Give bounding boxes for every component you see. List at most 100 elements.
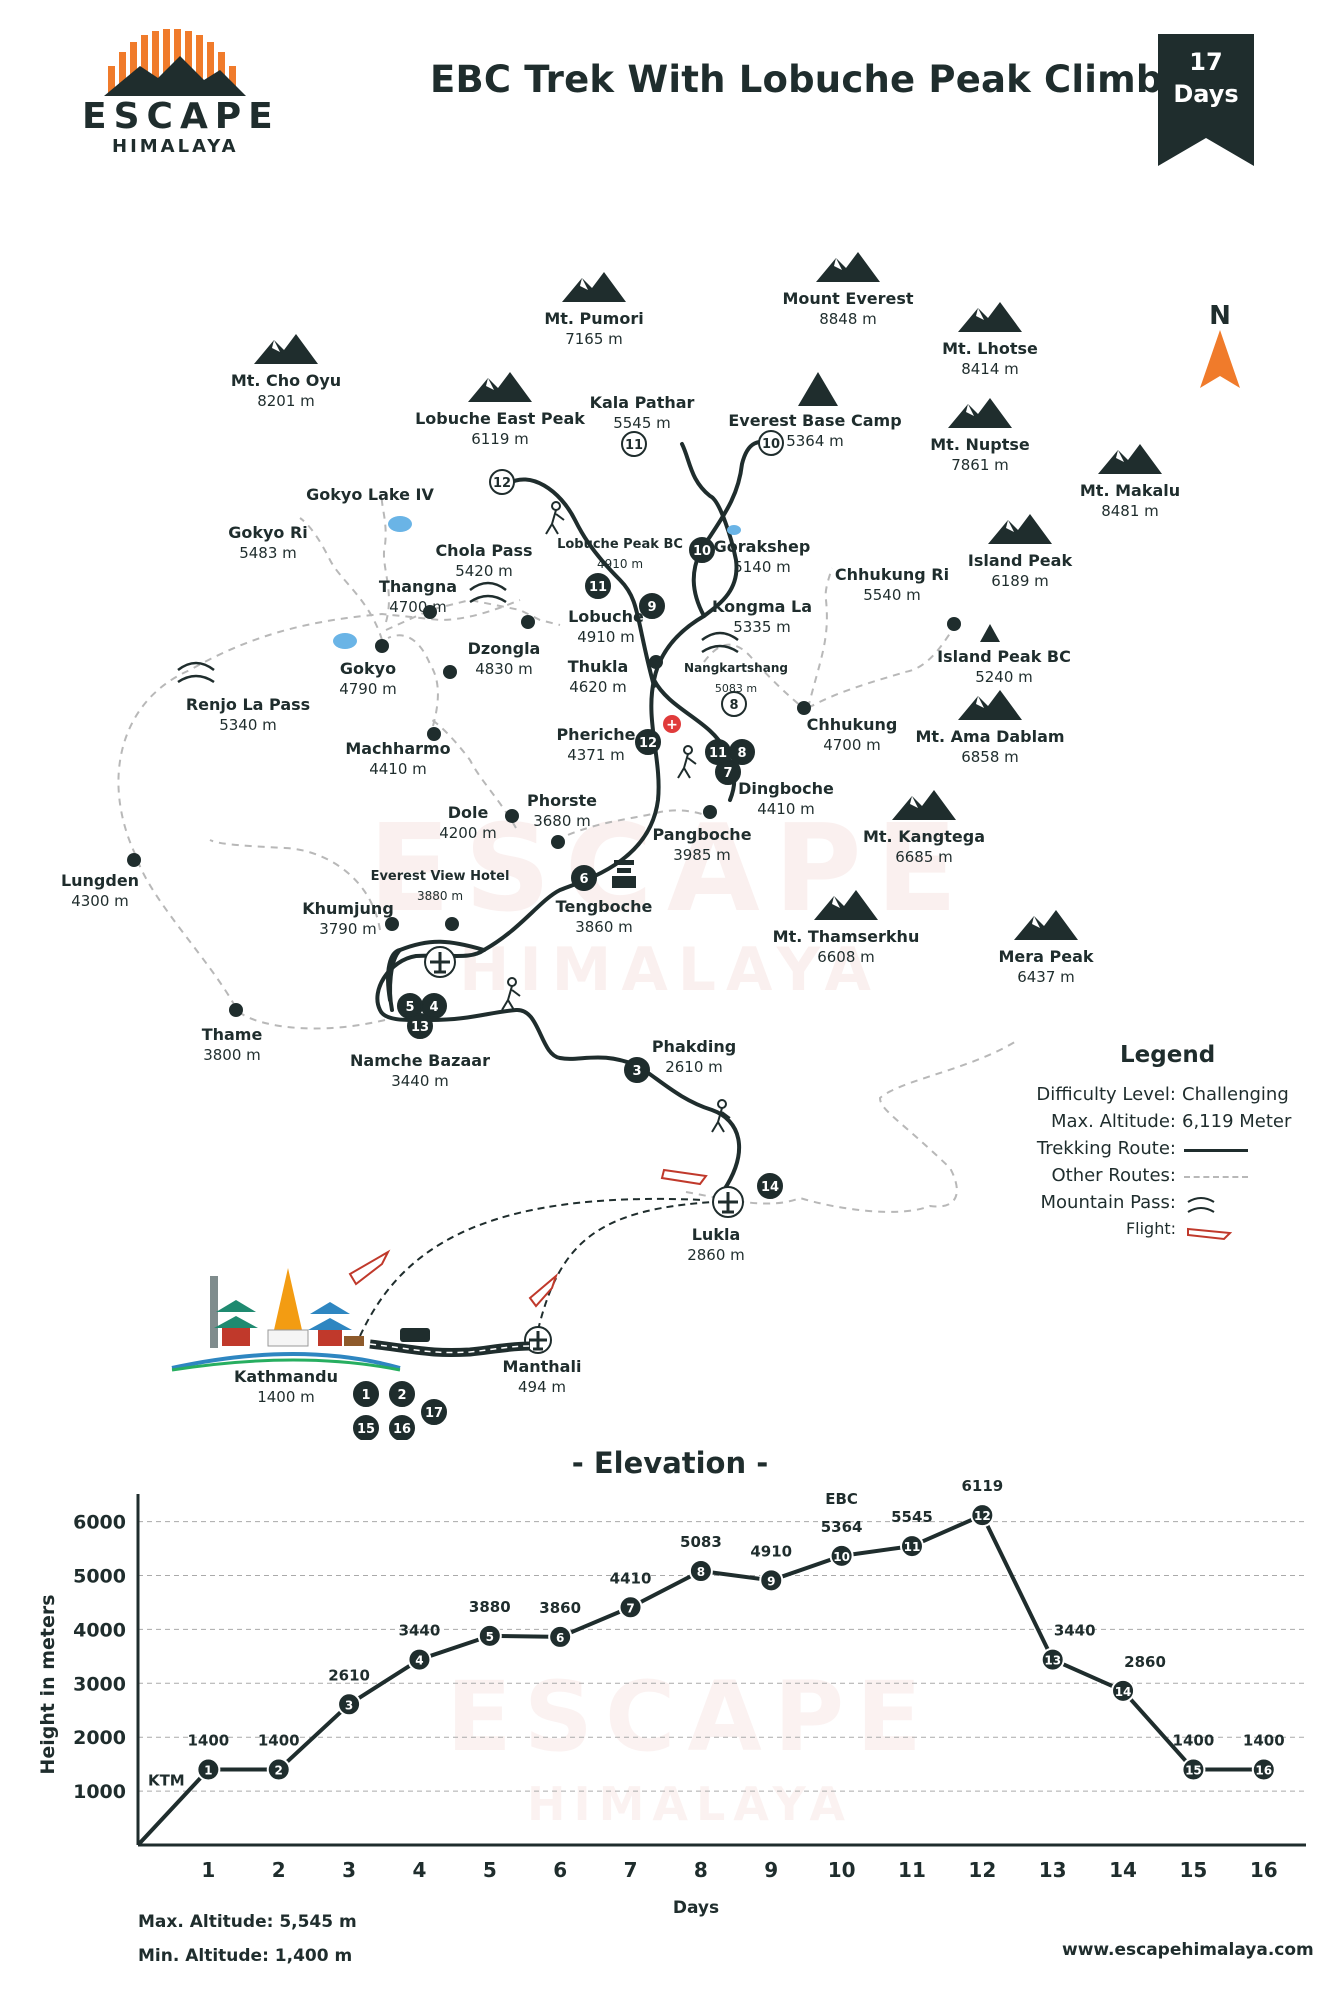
place-name: Everest View Hotel: [371, 869, 510, 884]
x-tick-label: 3: [342, 1858, 356, 1882]
day-marker: 15: [353, 1415, 379, 1440]
place-altitude: 3880 m: [417, 889, 463, 903]
day-marker-label: 8: [737, 746, 746, 761]
plane-icon: [348, 1168, 708, 1308]
waypoint-dot: [703, 805, 717, 819]
waypoint-dot: [947, 617, 961, 631]
waypoint-dot: [443, 665, 457, 679]
place-altitude: 5545 m: [613, 414, 671, 432]
day-marker-label: 12: [493, 476, 511, 491]
point-day-label: 5: [486, 1630, 494, 1644]
legend-title: Legend: [1120, 1042, 1216, 1068]
day-marker: 12: [635, 729, 661, 755]
day-marker: 16: [389, 1415, 415, 1440]
day-marker: 6: [571, 865, 597, 891]
point-value-label: 5083: [680, 1533, 722, 1551]
place-altitude: 5140 m: [733, 558, 791, 576]
mountain-icon: [1098, 444, 1162, 474]
peak-name: Mt. Kangtega: [863, 827, 985, 846]
road: [369, 1328, 531, 1358]
point-value-label: 4910: [750, 1542, 792, 1560]
y-tick-label: 3000: [73, 1673, 126, 1695]
place-altitude: 3985 m: [673, 846, 731, 864]
place-name: Gokyo: [340, 659, 396, 678]
day-marker-label: 12: [639, 736, 657, 751]
waypoint-dot: [445, 917, 459, 931]
x-tick-label: 5: [483, 1858, 497, 1882]
place-name: Kala Pathar: [590, 393, 695, 412]
peak-altitude: 7165 m: [565, 330, 623, 348]
day-marker: 10: [689, 537, 715, 563]
point-day-label: 1: [204, 1764, 212, 1778]
waypoint-dot: [229, 1003, 243, 1017]
point-value-label: 3880: [469, 1598, 511, 1616]
tent-icon: [980, 624, 1000, 642]
y-tick-label: 1000: [73, 1781, 126, 1803]
waypoint-dot: [649, 655, 663, 669]
x-tick-label: 4: [412, 1858, 426, 1882]
x-tick-label: 9: [764, 1858, 778, 1882]
peak-altitude: 6189 m: [991, 572, 1049, 590]
place-altitude: 3800 m: [203, 1046, 261, 1064]
place-altitude: 494 m: [518, 1378, 566, 1396]
place-altitude: 4910 m: [597, 557, 643, 571]
peak-name: Mt. Ama Dablam: [915, 727, 1064, 746]
day-marker: 11: [705, 739, 731, 765]
day-marker-label: 13: [411, 1020, 429, 1035]
place-altitude: 2860 m: [687, 1246, 745, 1264]
point-value-label: 1400: [187, 1732, 229, 1750]
brand-word: ESCAPE: [82, 96, 280, 137]
peak-altitude: 6858 m: [961, 748, 1019, 766]
place-altitude: 4700 m: [389, 598, 447, 616]
x-tick-label: 7: [624, 1858, 638, 1882]
peak-altitude: 6119 m: [471, 430, 529, 448]
y-tick-label: 5000: [73, 1565, 126, 1587]
place-altitude: 4410 m: [369, 760, 427, 778]
point-value-label: 1400: [258, 1732, 300, 1750]
mountain-icon: [958, 690, 1022, 720]
legend-trekking-label: Trekking Route:: [1036, 1138, 1176, 1159]
chart-watermark: ESCAPE HIMALAYA: [446, 1661, 921, 1831]
day-marker-label: 3: [632, 1064, 641, 1079]
place-name: Khumjung: [302, 899, 394, 918]
day-marker: 17: [421, 1399, 447, 1425]
tent-icon: [798, 372, 838, 406]
place-name: Namche Bazaar: [350, 1051, 490, 1070]
days-word: Days: [1173, 80, 1239, 108]
day-marker-label: 8: [729, 698, 738, 713]
point-day-label: 13: [1044, 1654, 1061, 1668]
place-name: Kongma La: [712, 597, 812, 616]
peak-name: Mt. Makalu: [1080, 481, 1180, 500]
place-altitude: 5483 m: [239, 544, 297, 562]
hospital-icon: [663, 715, 681, 733]
legend-flight: Flight:: [0, 1219, 1340, 1245]
place-name: Phakding: [652, 1037, 736, 1056]
x-tick-label: 10: [828, 1858, 856, 1882]
day-marker-label: 6: [579, 872, 588, 887]
place-name: Pheriche: [556, 725, 635, 744]
x-tick-label: 1: [201, 1858, 215, 1882]
point-day-label: 2: [275, 1764, 283, 1778]
place-name: Machharmo: [345, 739, 450, 758]
legend-altitude-label: Max. Altitude:: [1050, 1111, 1176, 1132]
waypoint-dot: [427, 727, 441, 741]
place-altitude: 5420 m: [455, 562, 513, 580]
legend-plane-icon: [1187, 1227, 1233, 1241]
